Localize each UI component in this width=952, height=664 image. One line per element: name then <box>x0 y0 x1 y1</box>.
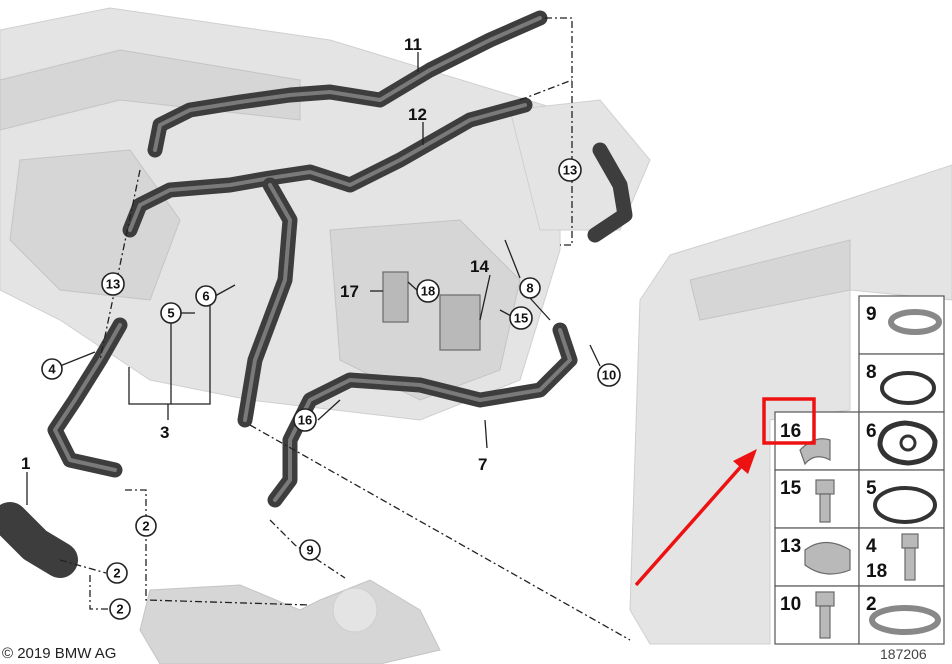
callout-5: 5 <box>160 302 182 324</box>
label-14: 14 <box>470 257 489 276</box>
clamp-glyph <box>869 605 941 635</box>
hoses <box>0 10 633 578</box>
callout-2a: 2 <box>135 515 157 537</box>
table-item-15: 15 <box>780 478 802 499</box>
svg-text:6: 6 <box>202 289 209 304</box>
callout-2b: 2 <box>106 562 128 584</box>
callout-6: 6 <box>195 285 217 307</box>
highlight-annotation <box>634 397 816 587</box>
table-item-18: 18 <box>866 561 887 582</box>
label-3: 3 <box>160 423 169 442</box>
copyright: © 2019 BMW AG <box>2 645 117 662</box>
callout-9: 9 <box>299 539 321 561</box>
label-7: 7 <box>478 455 487 474</box>
label-12: 12 <box>408 105 427 124</box>
table-item-16: 16 <box>780 421 801 442</box>
highlight-box <box>762 397 816 445</box>
svg-text:13: 13 <box>563 163 577 178</box>
clamp-glyph-13 <box>804 541 851 575</box>
highlight-arrow <box>634 460 747 587</box>
label-17: 17 <box>340 282 359 301</box>
table-item-8: 8 <box>866 362 877 383</box>
svg-text:13: 13 <box>106 277 120 292</box>
diagram-id: 187206 <box>880 646 927 662</box>
callout-18: 18 <box>416 279 440 303</box>
callout-15: 15 <box>509 306 533 330</box>
bracket-14 <box>439 294 481 351</box>
parts-table: 9 8 16 6 15 5 13 4 18 10 2 <box>774 295 945 645</box>
table-item-2: 2 <box>866 594 877 615</box>
callout-10: 10 <box>597 363 621 387</box>
table-item-10: 10 <box>780 594 801 615</box>
table-item-13: 13 <box>780 536 801 557</box>
bracket-17 <box>382 271 409 323</box>
bolt-glyph-15 <box>815 479 835 523</box>
table-item-4: 4 <box>866 536 877 557</box>
label-11: 11 <box>404 35 422 54</box>
svg-text:9: 9 <box>306 543 313 558</box>
callout-2c: 2 <box>109 598 131 620</box>
bolt-glyph-4 <box>901 533 919 581</box>
callout-4: 4 <box>41 358 63 380</box>
svg-text:2: 2 <box>113 566 120 581</box>
callout-13a: 13 <box>558 158 582 182</box>
svg-text:5: 5 <box>167 306 174 321</box>
seal-ring-glyph <box>873 486 937 524</box>
water-pump <box>139 579 441 664</box>
table-item-5: 5 <box>866 478 877 499</box>
callout-16: 16 <box>293 408 317 432</box>
svg-text:2: 2 <box>142 519 149 534</box>
callout-8: 8 <box>519 277 541 299</box>
svg-text:10: 10 <box>602 368 616 383</box>
hose-clamp-glyph <box>888 309 942 335</box>
gasket-glyph <box>877 420 938 466</box>
table-item-9: 9 <box>866 304 877 325</box>
table-item-6: 6 <box>866 421 877 442</box>
label-1: 1 <box>21 454 30 473</box>
leader-lines <box>26 17 631 641</box>
svg-text:8: 8 <box>526 281 533 296</box>
svg-text:18: 18 <box>421 284 435 299</box>
svg-text:2: 2 <box>116 602 123 617</box>
o-ring-glyph <box>880 371 936 405</box>
callout-labels: 11 12 3 1 17 14 7 13 13 5 6 4 2 2 2 9 16… <box>21 35 621 620</box>
part-1 <box>0 502 78 578</box>
arrowhead-icon <box>733 449 757 474</box>
svg-text:16: 16 <box>298 413 312 428</box>
svg-text:15: 15 <box>514 311 528 326</box>
callout-13b: 13 <box>101 272 125 296</box>
svg-text:4: 4 <box>48 362 56 377</box>
bolt-glyph-10 <box>815 591 835 639</box>
